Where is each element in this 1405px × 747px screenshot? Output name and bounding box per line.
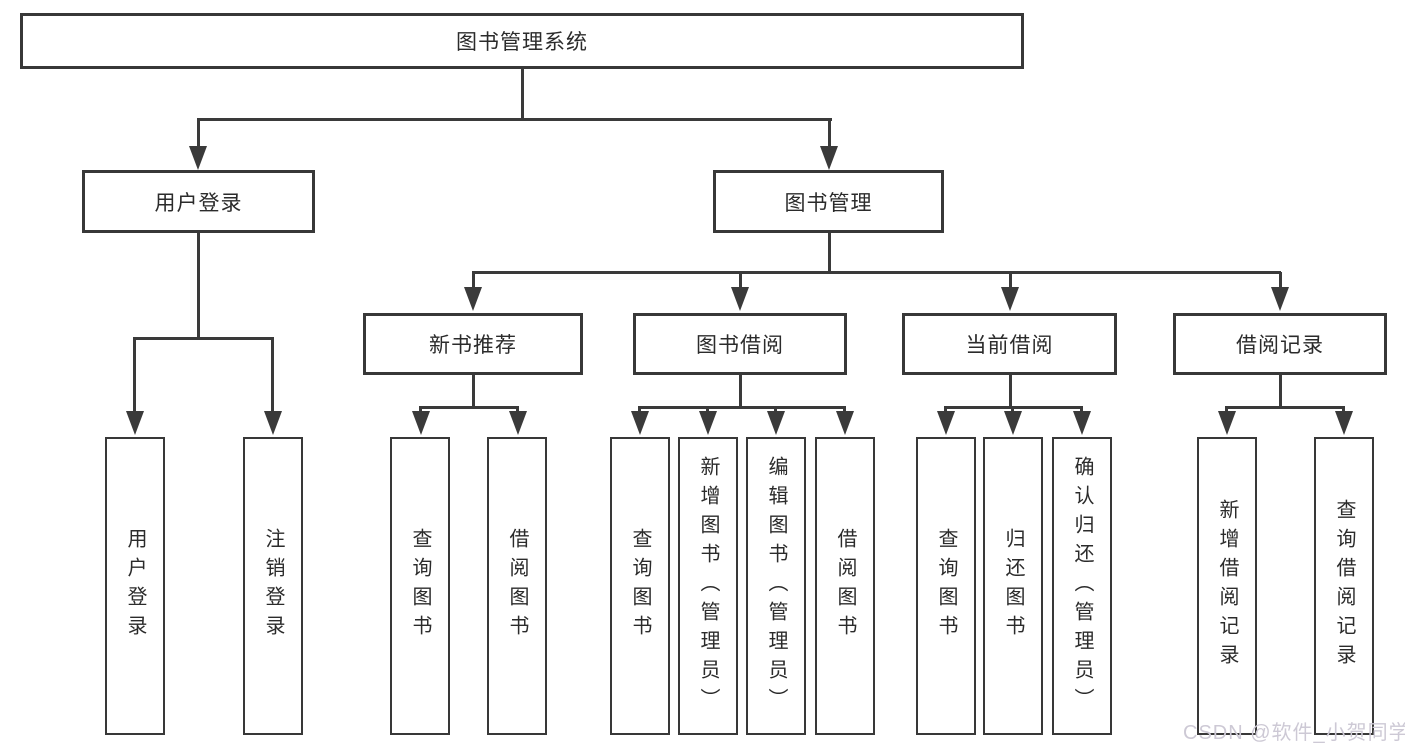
arrow-down-icon xyxy=(464,287,482,311)
watermark: CSDN @软件_小贺同学 xyxy=(1183,722,1405,744)
node-current-borrowing: 当前借阅 xyxy=(902,313,1117,375)
arrow-down-icon xyxy=(1072,411,1091,435)
leaf-user-login: 用户登录 xyxy=(105,437,165,735)
connector-line xyxy=(271,337,274,415)
connector-line xyxy=(520,69,524,120)
arrow-down-icon xyxy=(125,411,144,435)
node-borrowing-records: 借阅记录 xyxy=(1173,313,1387,375)
leaf-label: 查询借阅记录 xyxy=(1333,499,1355,673)
arrow-down-icon xyxy=(263,411,282,435)
connector-line xyxy=(1278,272,1282,290)
node-label: 用户登录 xyxy=(154,191,243,215)
leaf-label: 编辑图书（管理员） xyxy=(765,455,787,717)
connector-line xyxy=(827,232,831,273)
connector-line xyxy=(1008,272,1012,290)
leaf-label: 借阅图书 xyxy=(506,528,528,644)
arrow-down-icon xyxy=(820,146,838,170)
leaf-query-books-current: 查询图书 xyxy=(916,437,976,735)
leaf-label: 新增图书（管理员） xyxy=(697,455,719,717)
arrow-down-icon xyxy=(1001,287,1019,311)
connector-line xyxy=(419,405,519,409)
leaf-borrow-books: 借阅图书 xyxy=(815,437,875,735)
node-library-management-system: 图书管理系统 xyxy=(20,13,1024,69)
arrow-down-icon xyxy=(508,411,527,435)
leaf-return-books: 归还图书 xyxy=(983,437,1043,735)
leaf-label: 查询图书 xyxy=(935,528,957,644)
connector-line xyxy=(1278,375,1282,407)
leaf-label: 借阅图书 xyxy=(834,528,856,644)
connector-line xyxy=(738,272,742,290)
arrow-down-icon xyxy=(731,287,749,311)
arrow-down-icon xyxy=(630,411,649,435)
connector-line xyxy=(133,337,136,415)
node-label: 当前借阅 xyxy=(965,334,1054,357)
node-user-login: 用户登录 xyxy=(82,170,315,233)
arrow-down-icon xyxy=(1003,411,1022,435)
node-label: 借阅记录 xyxy=(1236,334,1324,357)
node-label: 图书借阅 xyxy=(696,334,784,357)
connector-line xyxy=(471,271,1281,274)
leaf-borrow-books-recommend: 借阅图书 xyxy=(487,437,547,735)
leaf-confirm-return-admin: 确认归还（管理员） xyxy=(1052,437,1112,735)
node-book-borrowing: 图书借阅 xyxy=(633,313,847,375)
arrow-down-icon xyxy=(1334,411,1353,435)
leaf-query-borrow-record: 查询借阅记录 xyxy=(1314,437,1374,735)
node-label: 新书推荐 xyxy=(429,334,517,357)
arrow-down-icon xyxy=(698,411,717,435)
leaf-label: 用户登录 xyxy=(124,528,146,644)
connector-line xyxy=(196,118,200,150)
leaf-label: 归还图书 xyxy=(1002,528,1024,644)
leaf-label: 查询图书 xyxy=(409,528,431,644)
connector-line xyxy=(133,336,274,340)
arrow-down-icon xyxy=(411,411,430,435)
leaf-add-borrow-record: 新增借阅记录 xyxy=(1197,437,1257,735)
connector-line xyxy=(827,118,831,150)
connector-line xyxy=(471,272,475,290)
leaf-query-books-borrow: 查询图书 xyxy=(610,437,670,735)
leaf-label: 查询图书 xyxy=(629,528,651,644)
node-label: 图书管理 xyxy=(784,191,873,215)
connector-line xyxy=(738,375,742,407)
node-new-book-recommendation: 新书推荐 xyxy=(363,313,583,375)
arrow-down-icon xyxy=(1217,411,1236,435)
leaf-label: 注销登录 xyxy=(262,528,284,644)
connector-line xyxy=(196,117,832,121)
node-label: 图书管理系统 xyxy=(456,31,588,54)
arrow-down-icon xyxy=(766,411,785,435)
connector-line xyxy=(638,405,846,409)
leaf-query-books-recommend: 查询图书 xyxy=(390,437,450,735)
arrow-down-icon xyxy=(835,411,854,435)
connector-line xyxy=(1008,375,1012,407)
arrow-down-icon xyxy=(936,411,955,435)
leaf-logout: 注销登录 xyxy=(243,437,303,735)
node-book-management: 图书管理 xyxy=(713,170,944,233)
connector-line xyxy=(471,375,475,407)
arrow-down-icon xyxy=(189,146,207,170)
leaf-edit-books-admin: 编辑图书（管理员） xyxy=(746,437,806,735)
leaf-label: 确认归还（管理员） xyxy=(1071,455,1093,717)
leaf-add-books-admin: 新增图书（管理员） xyxy=(678,437,738,735)
connector-line xyxy=(196,232,200,338)
arrow-down-icon xyxy=(1271,287,1289,311)
connector-line xyxy=(1225,405,1345,409)
leaf-label: 新增借阅记录 xyxy=(1216,499,1238,673)
